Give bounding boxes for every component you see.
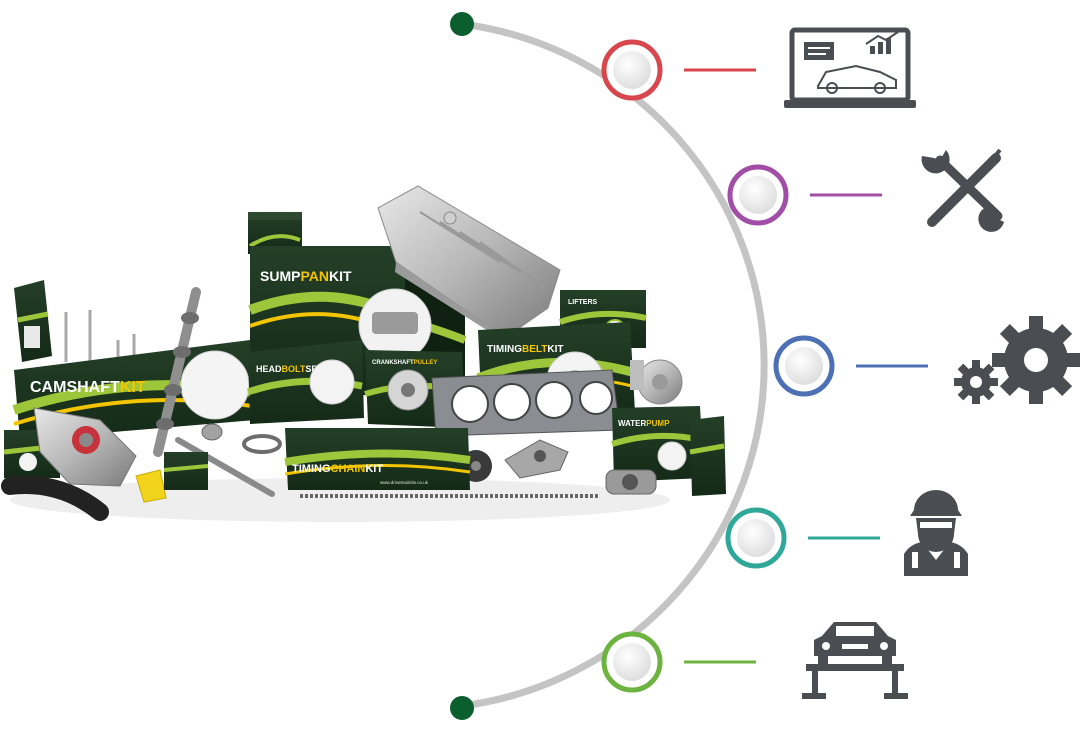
headbolt-set-box: HEADBOLTSET [246, 340, 364, 424]
lifters-label: LIFTERS [568, 299, 597, 306]
svg-text:TIMINGCHAINKIT: TIMINGCHAINKIT [292, 463, 383, 475]
timeline [450, 12, 928, 720]
headbolt-prefix: HEAD [256, 364, 282, 374]
svg-text:TIMINGBELTKIT: TIMINGBELTKIT [487, 344, 563, 355]
oil-pump [33, 407, 137, 487]
tensioner [605, 469, 657, 495]
push-rod [175, 437, 275, 497]
sumppan-suffix: KIT [329, 268, 352, 284]
small-tall-box-left [14, 280, 52, 362]
timeline-node-engineering[interactable] [773, 335, 835, 397]
camshaft-accent: KIT [120, 379, 146, 396]
timeline-node-mechanic[interactable] [725, 507, 787, 569]
mechanic-icon [904, 490, 968, 576]
website-text: www.drivetrainkits.co.uk [380, 480, 429, 485]
timingbelt-prefix: TIMING [487, 344, 522, 355]
bracket-part [504, 439, 569, 479]
hose [1, 476, 109, 521]
small-gasket [201, 423, 282, 454]
waterpump-accent: PUMP [646, 419, 670, 428]
svg-text:CRANKSHAFTPULLEY: CRANKSHAFTPULLEY [372, 360, 437, 366]
product-collage: SUMPPANKIT LIFTERS TIMINGBELTKIT [1, 185, 726, 522]
svg-text:WATERPUMP: WATERPUMP [618, 419, 670, 428]
timeline-node-diagnostics[interactable] [601, 39, 663, 101]
timeline-start-dot [450, 12, 474, 36]
headbolt-accent: BOLT [282, 364, 306, 374]
camshaft-prefix: CAMSHAFT [30, 379, 120, 396]
small-tall-box-right [689, 416, 726, 496]
crankshaft-prefix: CRANKSHAFT [372, 360, 414, 366]
timingchain-prefix: TIMING [292, 463, 331, 475]
sumppan-prefix: SUMP [260, 268, 300, 284]
laptop-diagnostics-icon [784, 27, 916, 108]
sump-pan [377, 185, 561, 346]
timeline-node-tools[interactable] [727, 164, 789, 226]
timingchain-suffix: KIT [365, 463, 383, 475]
timingbelt-suffix: KIT [547, 344, 563, 355]
timeline-end-dot [450, 696, 474, 720]
car-lift-icon [802, 622, 908, 699]
sumppan-accent: PAN [300, 268, 329, 284]
wrench-screwdriver-icon [921, 148, 1004, 232]
waterpump-prefix: WATER [618, 419, 647, 428]
camshaft-rod [153, 287, 201, 457]
gears-icon [954, 316, 1080, 404]
svg-text:CAMSHAFTKIT: CAMSHAFTKIT [30, 379, 146, 396]
head-gasket [431, 369, 621, 437]
timingchain-kit-box: TIMINGCHAINKIT www.drivetrainkits.co.uk [284, 428, 471, 490]
water-pump-part [630, 359, 683, 405]
yellow-cap [135, 469, 167, 503]
small-box-mid [163, 452, 209, 490]
svg-text:SUMPPANKIT: SUMPPANKIT [260, 268, 352, 284]
crankshaft-accent: PULLEY [414, 360, 438, 366]
timeline-node-service[interactable] [601, 631, 663, 693]
timingbelt-accent: BELT [522, 344, 547, 355]
timingchain-accent: CHAIN [331, 463, 366, 475]
